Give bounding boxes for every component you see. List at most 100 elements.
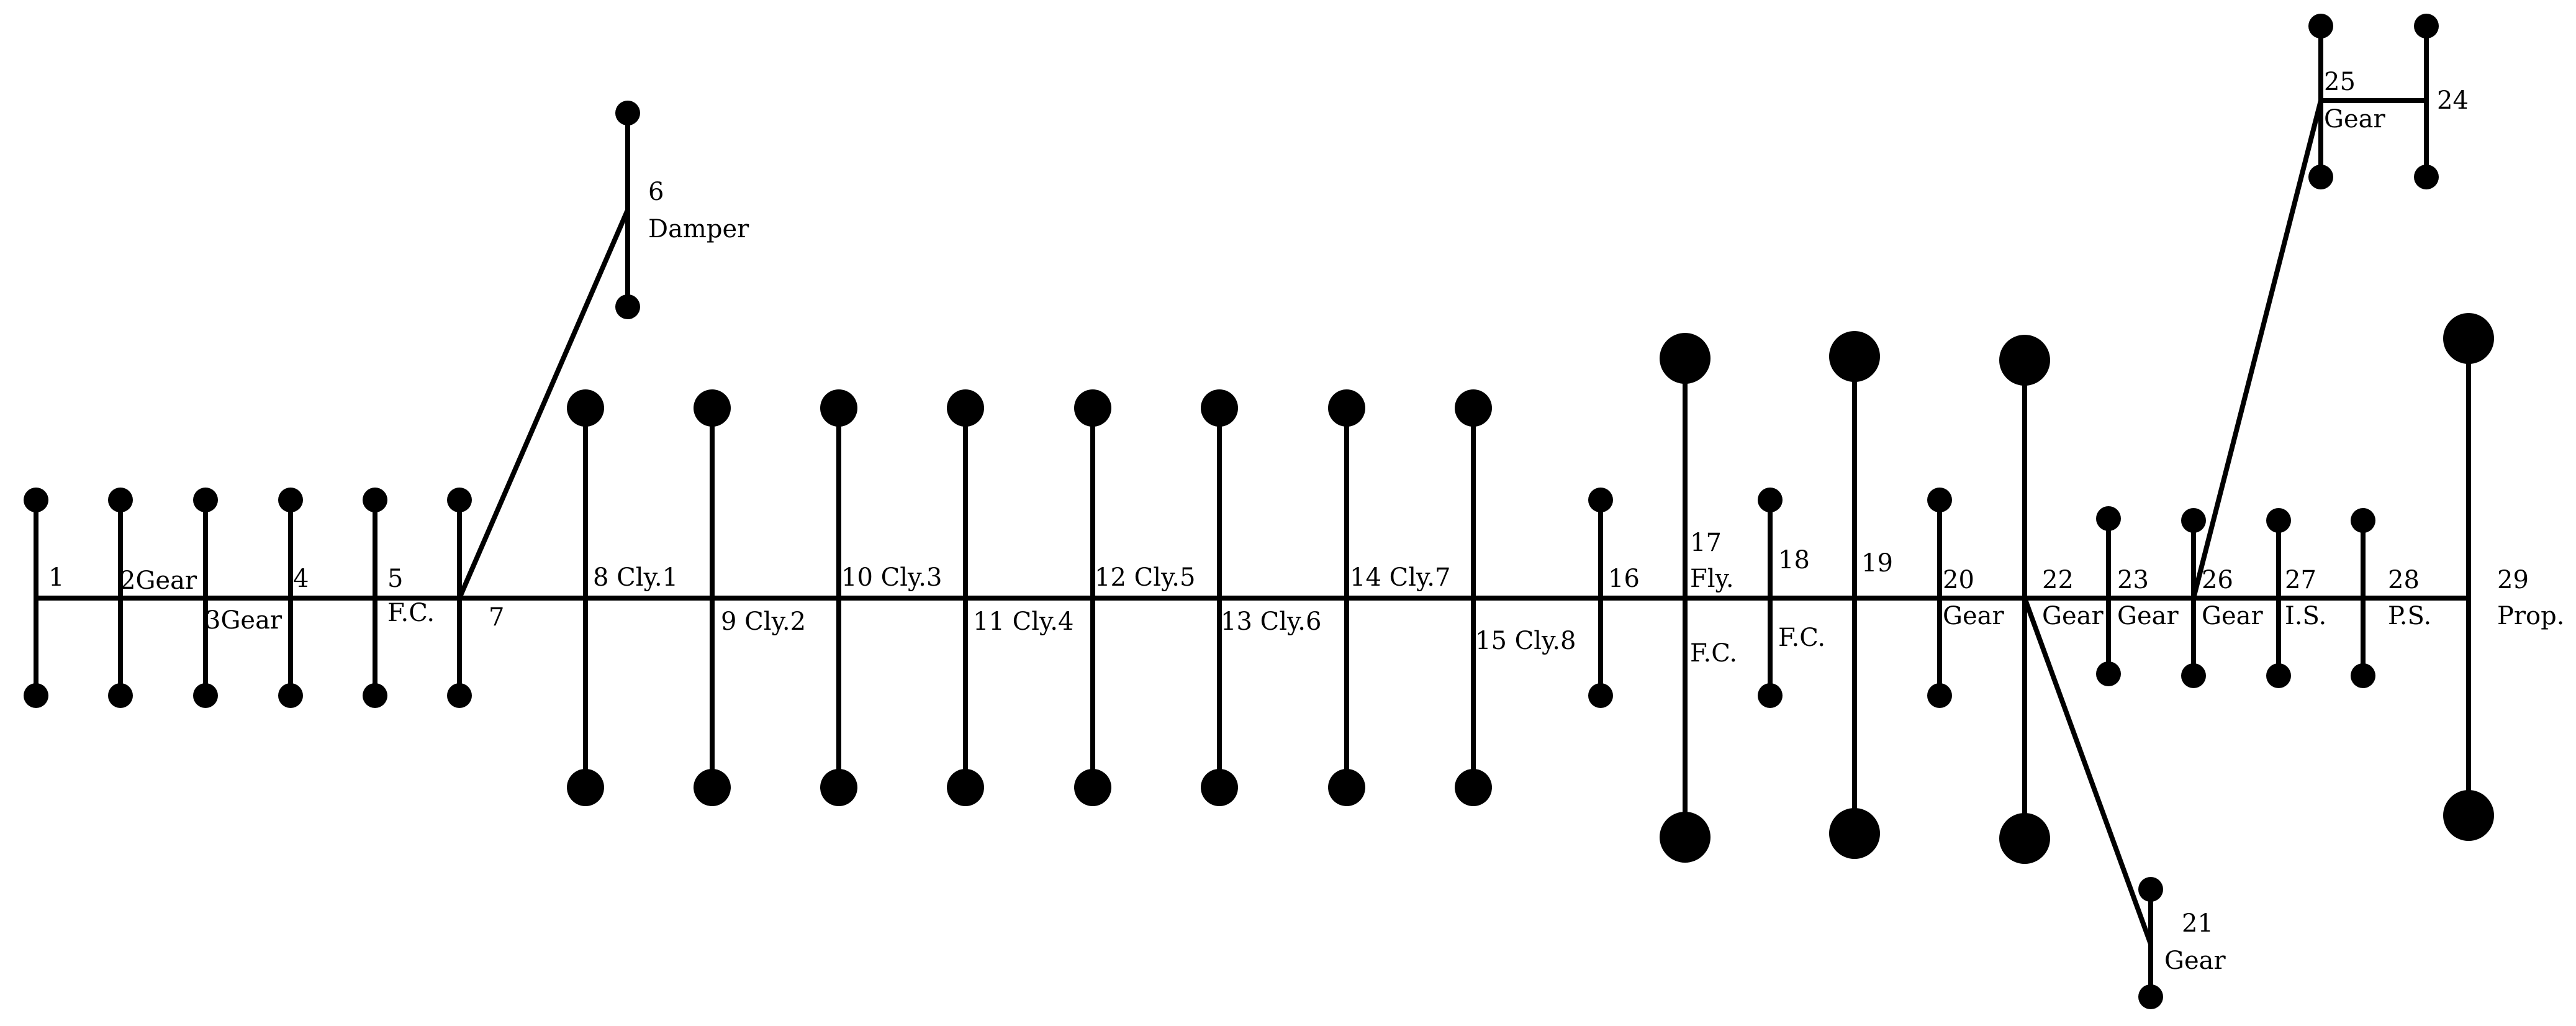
station-18-top-dot <box>1758 488 1783 512</box>
station-15-bottom-dot <box>1455 769 1492 806</box>
node-label-17: 17 <box>1690 529 1722 557</box>
node-label-12: 12 Cly.5 <box>1095 563 1195 592</box>
station-14-top-dot <box>1328 389 1365 427</box>
node-sublabel-29: Prop. <box>2497 602 2564 630</box>
station-14-bottom-dot <box>1328 769 1365 806</box>
station-23-top-dot <box>2096 506 2121 531</box>
node-label-8: 8 Cly.1 <box>593 563 678 592</box>
node-label-21: 21 <box>2182 909 2213 938</box>
node-sublabel-18: F.C. <box>1778 624 1825 652</box>
station-29-bottom-dot <box>2443 790 2494 841</box>
station-2-top-dot <box>108 488 133 512</box>
station-6-bottom-dot <box>615 294 640 319</box>
station-17-top-dot <box>1660 333 1711 384</box>
station-9-top-dot <box>694 389 731 427</box>
node-label-5: 5 <box>387 565 403 593</box>
station-27-bottom-dot <box>2266 663 2291 688</box>
node-label-23: 23 <box>2117 566 2149 594</box>
station-16-bottom-dot <box>1588 683 1613 708</box>
station-24-bottom-dot <box>2414 165 2439 189</box>
node-label-2: 2Gear <box>120 566 197 595</box>
node-label-3: 3Gear <box>205 606 282 635</box>
station-5-top-dot <box>363 488 387 512</box>
node-sublabel-25: Gear <box>2324 105 2385 134</box>
node-sublabel-20: Gear <box>1943 602 2004 630</box>
station-25-top-dot <box>2308 14 2333 39</box>
station-3-bottom-dot <box>193 683 218 708</box>
station-26-top-dot <box>2181 508 2206 533</box>
node-label-16: 16 <box>1608 565 1640 593</box>
station-28-top-dot <box>2351 508 2375 533</box>
node-label-25: 25 <box>2324 68 2356 96</box>
station-17-bottom-dot <box>1660 812 1711 863</box>
station-19-bottom-dot <box>1829 808 1880 859</box>
station-3-top-dot <box>193 488 218 512</box>
node-sublabel-28: P.S. <box>2388 602 2431 630</box>
station-27-top-dot <box>2266 508 2291 533</box>
station-12-top-dot <box>1074 389 1111 427</box>
station-8-top-dot <box>567 389 604 427</box>
node-label-9: 9 Cly.2 <box>721 607 806 636</box>
node-label-19: 19 <box>1861 549 1893 578</box>
station-5-bottom-dot <box>363 683 387 708</box>
node-label-10: 10 Cly.3 <box>841 563 942 592</box>
node-label-1: 1 <box>48 563 64 592</box>
node-label-7: 7 <box>489 603 504 632</box>
station-1-top-dot <box>24 488 48 512</box>
station-10-bottom-dot <box>820 769 857 806</box>
station-4-bottom-dot <box>278 683 303 708</box>
station-20-bottom-dot <box>1927 683 1952 708</box>
station-8-bottom-dot <box>567 769 604 806</box>
station-4-top-dot <box>278 488 303 512</box>
node-sublabel-17: Fly. <box>1690 565 1734 593</box>
station-7-top-dot <box>447 488 472 512</box>
station-16-top-dot <box>1588 488 1613 512</box>
node-sublabel-5: F.C. <box>387 599 435 627</box>
station-9-bottom-dot <box>694 769 731 806</box>
station-21-bottom-dot <box>2138 984 2163 1009</box>
station-11-top-dot <box>947 389 984 427</box>
station-13-bottom-dot <box>1201 769 1238 806</box>
node-label-22: 22 <box>2042 566 2074 594</box>
node-sublabel2-17: F.C. <box>1690 639 1737 668</box>
gear-25-branch-line <box>2191 100 2323 599</box>
station-24-top-dot <box>2414 14 2439 39</box>
station-25-bottom-dot <box>2308 165 2333 189</box>
node-sublabel-6: Damper <box>648 215 749 243</box>
node-sublabel-22: Gear <box>2042 602 2104 630</box>
node-label-15: 15 Cly.8 <box>1475 627 1576 655</box>
node-sublabel-23: Gear <box>2117 602 2179 630</box>
node-label-29: 29 <box>2497 566 2529 594</box>
station-22-top-dot <box>1999 335 2050 386</box>
node-label-20: 20 <box>1943 566 1974 594</box>
station-2-bottom-dot <box>108 683 133 708</box>
station-7-bottom-dot <box>447 683 472 708</box>
station-1-bottom-dot <box>24 683 48 708</box>
station-18-bottom-dot <box>1758 683 1783 708</box>
node-label-27: 27 <box>2285 566 2316 594</box>
node-label-18: 18 <box>1778 546 1810 574</box>
gear-21-branch-line <box>2022 597 2153 945</box>
station-12-bottom-dot <box>1074 769 1111 806</box>
station-15-top-dot <box>1455 389 1492 427</box>
station-26-bottom-dot <box>2181 663 2206 688</box>
node-label-6: 6 <box>648 178 664 206</box>
station-19-top-dot <box>1829 331 1880 382</box>
node-label-11: 11 Cly.4 <box>973 607 1073 636</box>
station-29-top-dot <box>2443 313 2494 364</box>
station-23-bottom-dot <box>2096 661 2121 686</box>
node-label-24: 24 <box>2437 86 2469 115</box>
node-label-28: 28 <box>2388 566 2420 594</box>
station-6-top-dot <box>615 101 640 125</box>
station-28-bottom-dot <box>2351 663 2375 688</box>
damper-branch-line <box>457 209 630 599</box>
node-label-4: 4 <box>293 565 309 593</box>
station-22-bottom-dot <box>1999 813 2050 864</box>
node-label-14: 14 Cly.7 <box>1350 563 1450 592</box>
node-sublabel-27: I.S. <box>2285 602 2326 630</box>
station-20-top-dot <box>1927 488 1952 512</box>
station-13-top-dot <box>1201 389 1238 427</box>
node-sublabel-21: Gear <box>2164 947 2226 975</box>
node-label-26: 26 <box>2202 566 2233 594</box>
